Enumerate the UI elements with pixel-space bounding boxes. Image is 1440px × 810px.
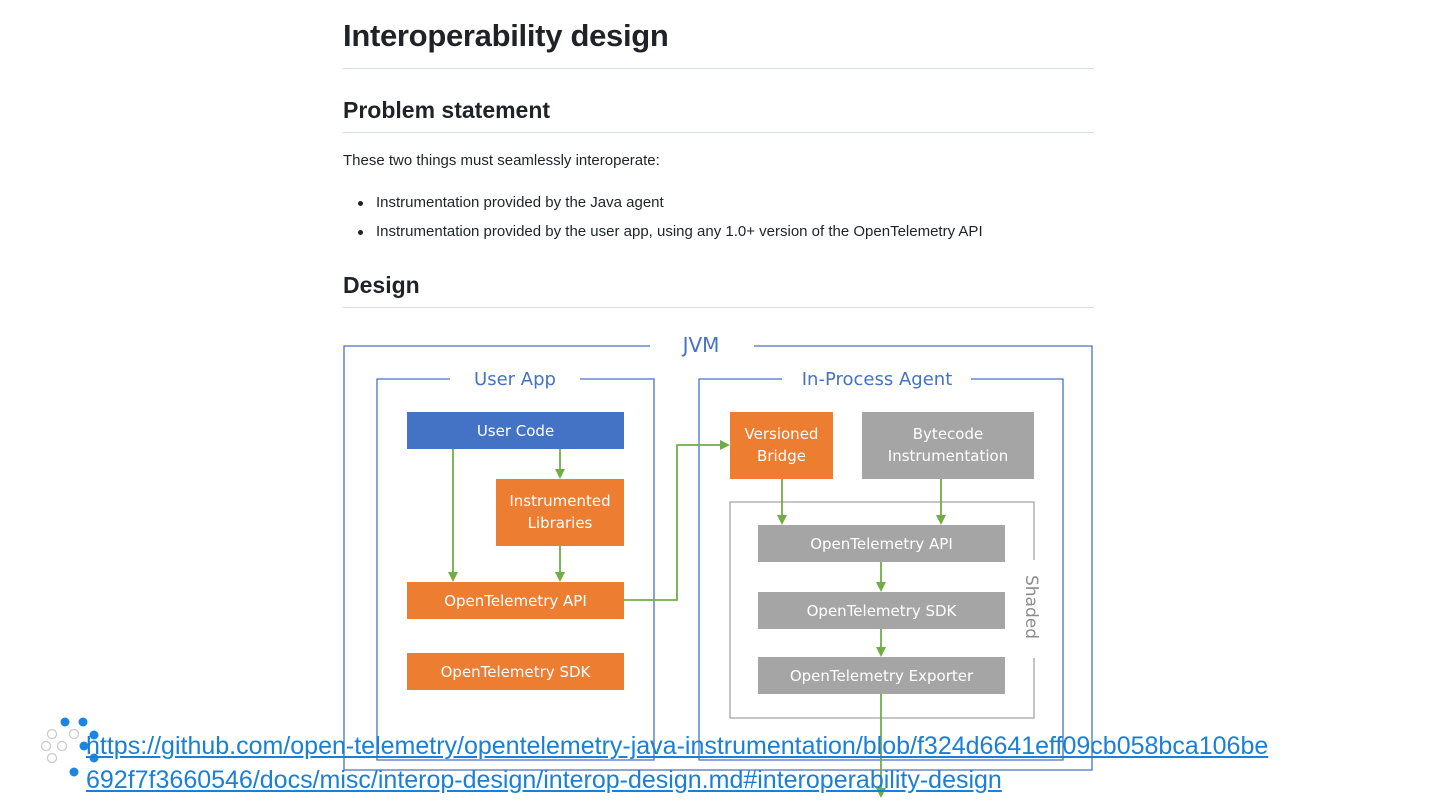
design-divider [343, 307, 1094, 308]
problem-intro: These two things must seamlessly interop… [343, 152, 660, 169]
user-code-box: User Code [407, 412, 624, 449]
svg-text:OpenTelemetry API: OpenTelemetry API [444, 592, 587, 610]
agent-otel-exporter-box: OpenTelemetry Exporter [758, 657, 1005, 694]
svg-text:Bridge: Bridge [757, 447, 806, 465]
svg-text:OpenTelemetry Exporter: OpenTelemetry Exporter [790, 667, 974, 685]
agent-label: In-Process Agent [802, 369, 953, 390]
jvm-frame: JVM [343, 333, 1093, 771]
arrow-api-to-bridge [624, 440, 730, 601]
page-title: Interoperability design [343, 18, 669, 53]
svg-text:User Code: User Code [477, 422, 554, 440]
bytecode-instrumentation-box: Bytecode Instrumentation [862, 412, 1034, 479]
source-link-line-1[interactable]: https://github.com/open-telemetry/opente… [86, 732, 1269, 760]
agent-otel-api-box: OpenTelemetry API [758, 525, 1005, 562]
svg-text:Versioned: Versioned [745, 425, 819, 443]
source-link-line-2[interactable]: 692f7f3660546/docs/misc/interop-design/i… [86, 766, 1002, 794]
user-app-label: User App [474, 369, 556, 390]
instrumented-libraries-box: Instrumented Libraries [496, 479, 624, 546]
section-heading-problem: Problem statement [343, 97, 551, 123]
svg-text:Instrumentation: Instrumentation [888, 447, 1008, 465]
svg-text:OpenTelemetry SDK: OpenTelemetry SDK [807, 602, 958, 620]
user-otel-api-box: OpenTelemetry API [407, 582, 624, 619]
list-item: Instrumentation provided by the user app… [343, 221, 983, 250]
jvm-label: JVM [681, 333, 720, 357]
problem-bullet-list: Instrumentation provided by the Java age… [343, 192, 983, 250]
user-otel-sdk-box: OpenTelemetry SDK [407, 653, 624, 690]
shaded-label: Shaded [1021, 575, 1041, 639]
loading-spinner-icon [40, 717, 99, 777]
svg-text:OpenTelemetry SDK: OpenTelemetry SDK [441, 663, 592, 681]
problem-divider [343, 132, 1094, 133]
title-divider [343, 68, 1094, 69]
svg-text:Instrumented: Instrumented [509, 492, 610, 510]
user-app-frame: User App [376, 369, 655, 761]
svg-text:OpenTelemetry API: OpenTelemetry API [810, 535, 953, 553]
svg-text:Libraries: Libraries [528, 514, 593, 532]
list-item: Instrumentation provided by the Java age… [343, 192, 983, 221]
shaded-frame: Shaded [729, 501, 1041, 719]
versioned-bridge-box: Versioned Bridge [730, 412, 833, 479]
agent-otel-sdk-box: OpenTelemetry SDK [758, 592, 1005, 629]
section-heading-design: Design [343, 272, 420, 298]
source-link[interactable]: https://github.com/open-telemetry/opente… [86, 729, 1416, 797]
svg-text:Bytecode: Bytecode [913, 425, 983, 443]
